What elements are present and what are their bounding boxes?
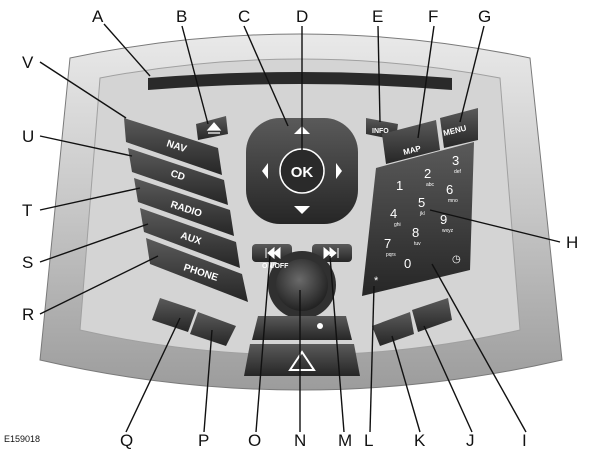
phone-end-button-left[interactable] — [152, 298, 196, 332]
phone-accept-button-left[interactable] — [190, 312, 236, 346]
key-6-letters: mno — [448, 198, 458, 204]
callout-c: C — [238, 7, 250, 26]
figure-reference: E159018 — [4, 434, 40, 444]
callout-f: F — [428, 7, 438, 26]
volume-knob[interactable] — [276, 259, 328, 311]
callout-a: A — [92, 7, 104, 26]
aux-button[interactable] — [140, 208, 240, 268]
ok-label: OK — [291, 164, 314, 181]
source-buttons: NAV CD RADIO AUX PHONE — [124, 118, 248, 302]
star-key[interactable]: * — [374, 275, 379, 287]
callout-v: V — [22, 53, 34, 72]
phone-button[interactable] — [146, 238, 248, 302]
key-3-letters: def — [454, 169, 462, 175]
callout-o: O — [248, 431, 261, 450]
hazard-button[interactable] — [244, 344, 360, 376]
record-button[interactable] — [252, 316, 352, 340]
key-4-letters: ghi — [394, 222, 401, 228]
right-arrow-icon[interactable] — [336, 163, 342, 179]
callout-k: K — [414, 431, 426, 450]
left-arrow-icon[interactable] — [262, 163, 268, 179]
key-0[interactable]: 0 — [404, 256, 411, 271]
callout-labels: A B C D E F G H I J K L M N O P Q R S T … — [22, 7, 578, 450]
key-5[interactable]: 5 — [418, 195, 425, 210]
down-arrow-icon[interactable] — [294, 206, 310, 214]
key-9[interactable]: 9 — [440, 212, 447, 227]
hazard-triangle-icon — [288, 350, 316, 371]
callout-t: T — [22, 201, 32, 220]
keypad-keys: 1 2 3 4 5 6 7 8 9 0 abc def ghi jkl mno … — [374, 153, 462, 287]
map-label: MAP — [402, 144, 422, 157]
record-dot-icon — [317, 323, 323, 329]
leader-lines — [39, 23, 561, 433]
phone-end-button-right[interactable] — [412, 298, 452, 332]
callout-s: S — [22, 253, 33, 272]
menu-button[interactable] — [440, 108, 478, 148]
key-3[interactable]: 3 — [452, 153, 459, 168]
info-label: INFO — [372, 128, 389, 135]
callout-i: I — [522, 431, 527, 450]
callout-p: P — [198, 431, 209, 450]
callout-b: B — [176, 7, 187, 26]
eject-icon — [206, 122, 222, 134]
callout-q: Q — [120, 431, 133, 450]
key-7[interactable]: 7 — [384, 236, 391, 251]
cd-slot[interactable] — [148, 72, 452, 90]
radio-button[interactable] — [134, 178, 234, 236]
key-6[interactable]: 6 — [446, 182, 453, 197]
key-9-letters: wxyz — [442, 228, 454, 234]
callout-j: J — [466, 431, 475, 450]
on-off-label: ON/OFF — [262, 263, 289, 270]
key-5-letters: jkl — [419, 211, 425, 217]
keypad — [362, 142, 474, 296]
callout-u: U — [22, 127, 34, 146]
callout-l: L — [364, 431, 373, 450]
key-4[interactable]: 4 — [390, 206, 397, 221]
nav-button[interactable] — [124, 118, 222, 175]
callout-g: G — [478, 7, 491, 26]
key-8[interactable]: 8 — [412, 225, 419, 240]
clock-key[interactable]: ◷ — [452, 254, 461, 265]
key-8-letters: tuv — [414, 241, 421, 247]
callout-m: M — [338, 431, 352, 450]
callout-h: H — [566, 233, 578, 252]
phone-accept-button-right[interactable] — [372, 312, 414, 346]
callout-r: R — [22, 305, 34, 324]
callout-d: D — [296, 7, 308, 26]
seek-back-icon — [265, 246, 281, 260]
key-1[interactable]: 1 — [396, 178, 403, 193]
key-2-letters: abc — [426, 182, 435, 188]
key-7-letters: pqrs — [386, 252, 396, 258]
map-button[interactable] — [382, 120, 440, 164]
seek-forward-icon — [323, 246, 339, 260]
cd-button[interactable] — [128, 148, 228, 205]
cd-label: CD — [169, 168, 186, 183]
callout-n: N — [294, 431, 306, 450]
callout-e: E — [372, 7, 383, 26]
key-2[interactable]: 2 — [424, 166, 431, 181]
